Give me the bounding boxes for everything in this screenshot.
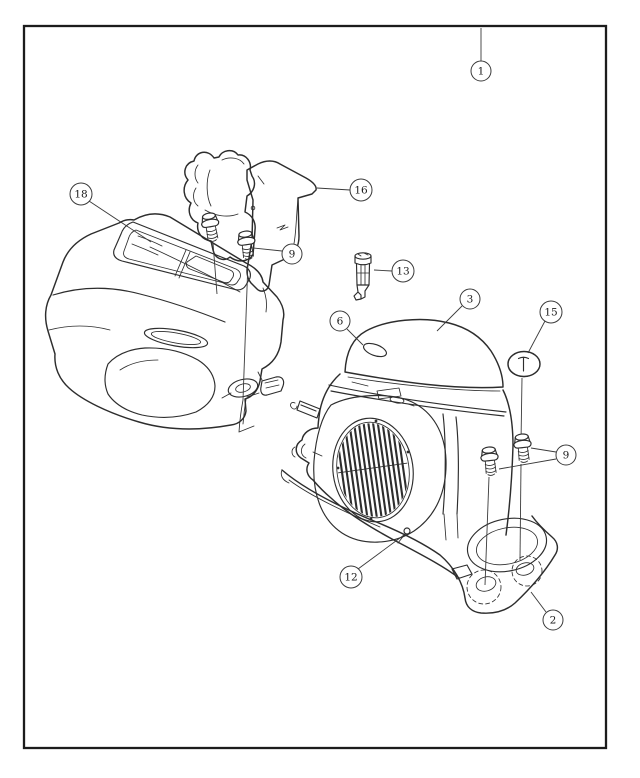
callout-6[interactable]: 6: [329, 310, 364, 346]
callout-number: 15: [544, 307, 557, 319]
cover-slot: [143, 327, 209, 349]
bolt-hole-right: [511, 555, 543, 587]
housing-right-edge: [502, 389, 514, 536]
base-part-2: [280, 469, 559, 614]
cover-shoulder-line: [149, 246, 241, 293]
housing-body: [295, 373, 460, 579]
callout-9[interactable]: 9: [498, 444, 577, 470]
callout-13[interactable]: 13: [373, 259, 415, 283]
callout-leader-line: [357, 534, 405, 570]
base-skirt: [281, 469, 559, 614]
callout-balloon[interactable]: [459, 288, 481, 310]
callout-leader-line: [252, 247, 283, 252]
callout-leader-line: [498, 458, 557, 470]
callout-number: 13: [396, 266, 409, 278]
base-foot-tab: [451, 564, 473, 580]
knob-part-15: [507, 350, 541, 378]
callout-leader-line: [316, 187, 351, 191]
callout-leader-line: [527, 320, 546, 354]
bolt-hole-left: [466, 569, 502, 605]
callout-balloon[interactable]: [69, 182, 93, 206]
callout-leader-line: [530, 591, 547, 613]
diagram-border: [22, 24, 608, 750]
callout-number: 6: [337, 316, 344, 328]
callout-balloon[interactable]: [539, 300, 563, 324]
fan-grille: [313, 394, 447, 543]
flange-bolt-icon: [479, 445, 501, 477]
callout-number: 1: [478, 66, 485, 78]
cover-pocket-highlight: [119, 359, 159, 371]
lid-oval-part-6: [362, 342, 388, 358]
cover-slot-inner: [150, 331, 202, 345]
callout-number: 16: [354, 185, 368, 197]
callout-number: 9: [563, 450, 570, 462]
lid-lip: [347, 376, 501, 392]
callout-balloon[interactable]: [329, 310, 351, 332]
housing-corner-creases: [442, 413, 459, 515]
callout-balloon[interactable]: [339, 565, 363, 589]
callout-number: 18: [74, 189, 87, 201]
callout-leader-line: [346, 328, 364, 346]
plug-part-13: [353, 252, 372, 301]
callout-1[interactable]: 1: [470, 28, 492, 82]
callout-3[interactable]: 3: [436, 288, 481, 332]
console-opening: [113, 221, 251, 291]
callout-leader-line: [373, 269, 393, 272]
flange-bolt-icon: [512, 432, 534, 464]
callout-number: 9: [289, 249, 296, 261]
callout-18[interactable]: 18: [69, 182, 152, 243]
callout-balloon[interactable]: [391, 259, 415, 283]
base-bowl: [466, 517, 548, 573]
callout-balloon[interactable]: [281, 243, 303, 265]
callout-leader-line: [436, 305, 463, 332]
cover-pocket: [104, 347, 216, 418]
callout-balloon[interactable]: [542, 609, 564, 631]
callout-balloon[interactable]: [349, 178, 373, 202]
callout-12[interactable]: 12: [339, 534, 405, 589]
callout-number: 2: [550, 615, 557, 627]
engine-cover-part-3: [290, 318, 514, 579]
callout-leader-line: [530, 447, 557, 453]
callout-number: 3: [467, 294, 474, 306]
cover-right-inner-edge: [262, 287, 267, 313]
hinge-tab: [296, 400, 321, 419]
cover-corner-cup: [221, 371, 285, 433]
base-bowl-inner: [476, 526, 538, 566]
callout-balloon[interactable]: [555, 444, 577, 466]
cover-lid: [344, 318, 504, 389]
cover-front-crease: [52, 287, 226, 323]
callout-number: 12: [344, 572, 357, 584]
assembly-axis-lines: [212, 242, 523, 586]
callout-16[interactable]: 16: [316, 178, 373, 202]
callout-2[interactable]: 2: [530, 591, 564, 631]
console-cover-part-18: [44, 213, 285, 433]
callout-15[interactable]: 15: [527, 300, 563, 354]
base-skirt-thickness: [280, 469, 381, 528]
callout-layer: 1 16 18 9 13 3 6 15 9 12 2: [69, 28, 577, 631]
cover-lower-crease: [48, 325, 111, 331]
callout-balloon[interactable]: [470, 60, 492, 82]
grille-slats: [334, 418, 411, 522]
hinge-knob: [290, 402, 298, 410]
callout-9[interactable]: 9: [252, 243, 303, 265]
callout-leader-line: [88, 200, 152, 243]
